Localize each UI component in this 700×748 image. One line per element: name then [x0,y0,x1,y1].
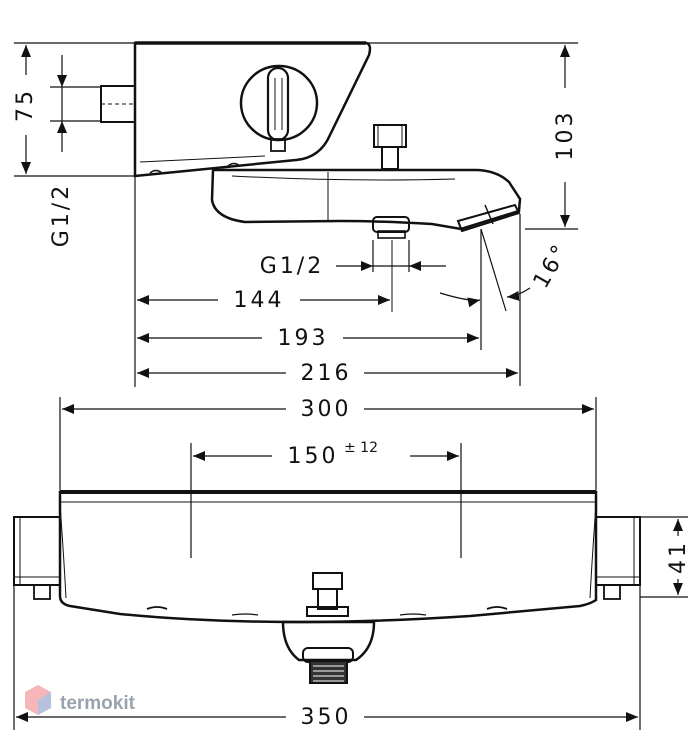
left-end-connector [13,516,61,586]
dim-216-label: 216 [301,361,352,386]
watermark: termokit [25,685,136,715]
dim-350-label: 350 [301,705,352,730]
watermark-brand: termokit [60,693,136,714]
dim-300-label: 300 [301,397,352,422]
side-view [100,41,522,312]
dim-41-label: 41 [666,540,691,574]
front-spout [281,620,376,662]
dim-193-label: 193 [278,326,329,351]
side-spout [210,168,522,231]
front-body [58,490,598,624]
front-view [13,490,641,684]
front-dimensions [13,397,688,730]
side-dimensions [14,42,578,387]
right-end-connector [595,516,641,586]
dim-75-label: 75 [13,88,38,122]
side-body [133,41,372,178]
spout-top-connector [373,124,407,148]
dim-16-angle-label: 16° [529,239,575,293]
spout-bottom-thread [372,216,410,233]
dim-103-label: 103 [553,110,578,161]
dim-g12-side-label: G1/2 [49,183,74,247]
dim-150-tolerance-label: ± 12 [344,440,378,456]
dim-144-label: 144 [234,288,285,313]
dim-g12-spout-label: G1/2 [260,254,324,279]
front-top-connector [312,572,343,590]
dim-150-label: 150 [288,444,339,469]
